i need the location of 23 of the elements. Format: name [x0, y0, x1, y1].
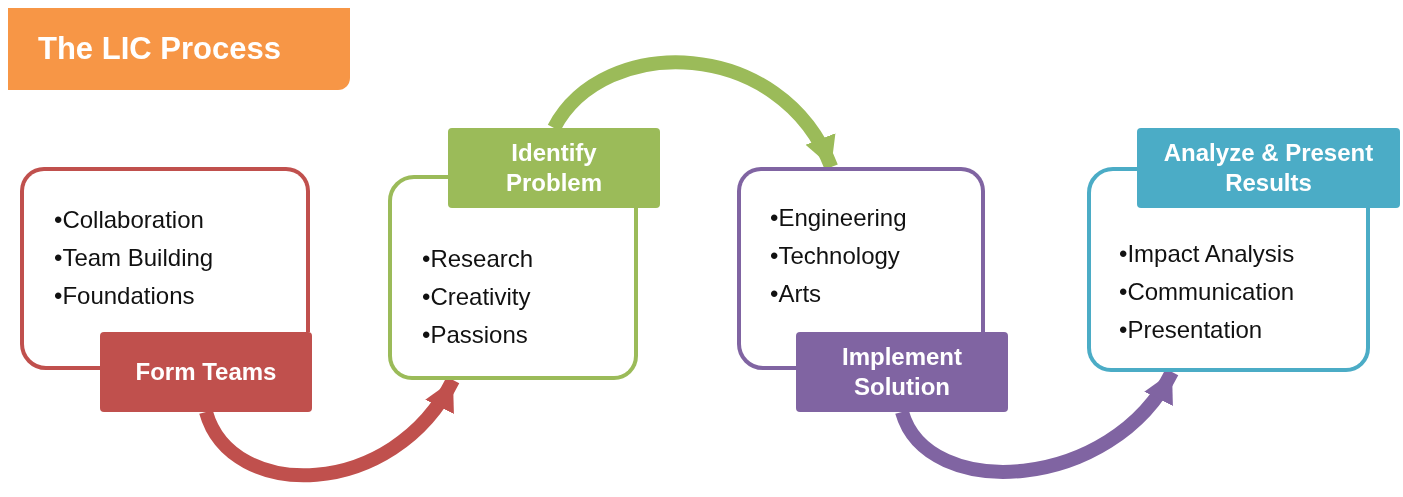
bullet-item: •Passions [422, 320, 528, 350]
bullet-card [1087, 208, 1370, 372]
bullet-item: •Engineering [770, 203, 907, 233]
bullet-item: •Impact Analysis [1119, 239, 1295, 269]
bullet-item: •Communication [1119, 277, 1295, 307]
bullet-item: •Arts [770, 279, 822, 309]
bullet-item: •Creativity [422, 282, 531, 312]
step-label [796, 332, 1008, 412]
step-label [448, 128, 660, 208]
step-title: Implement Solution [841, 342, 963, 402]
bullet-item: •Technology [770, 241, 900, 271]
step-label [1137, 128, 1400, 208]
bullet-card [388, 208, 638, 380]
bullet-item: •Presentation [1119, 315, 1263, 345]
bullet-item: •Research [422, 244, 534, 274]
step-title: Identify Problem [505, 138, 603, 198]
bullet-item: •Collaboration [54, 205, 204, 235]
title-banner: The LIC Process [8, 8, 350, 90]
bullet-item: •Team Building [54, 243, 214, 273]
step-title: Form Teams [135, 357, 277, 387]
step-title: Analyze & Present Results [1162, 138, 1375, 198]
step-label [100, 332, 312, 412]
bullet-item: •Foundations [54, 281, 195, 311]
